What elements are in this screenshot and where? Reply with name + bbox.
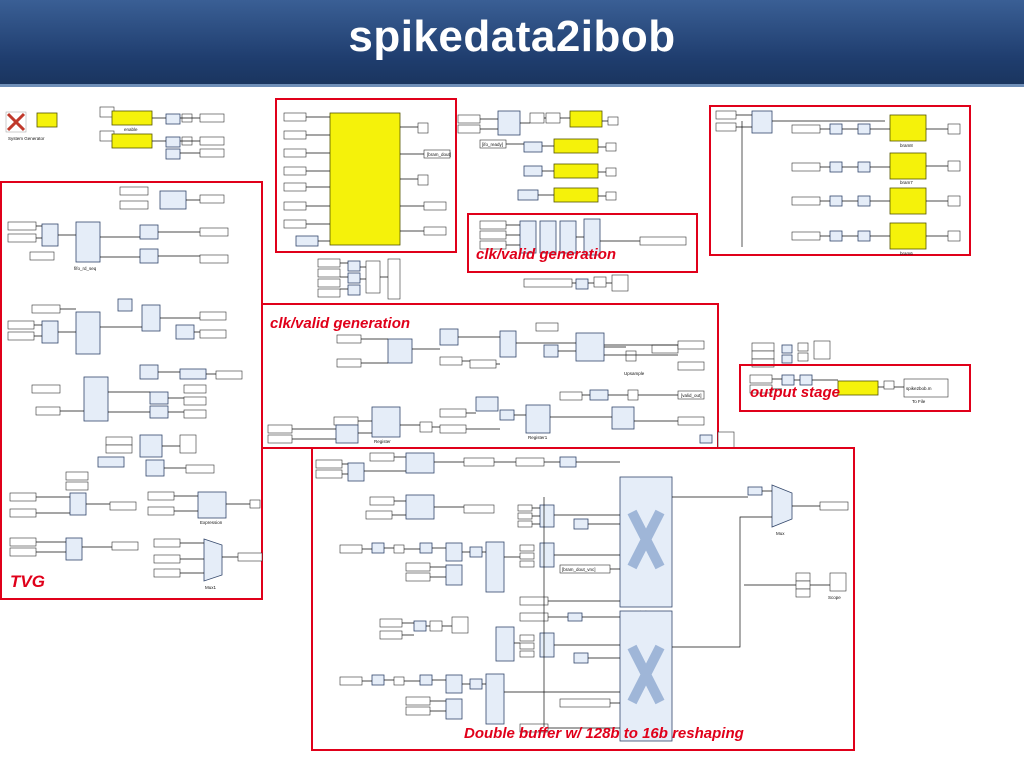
output-stage-contents: spike2bob.m To File xyxy=(749,374,949,404)
double-buffer-region[interactable] xyxy=(311,447,855,751)
enable-block-row: enable xyxy=(99,106,225,160)
simulink-diagram: System Generator enable fifo_rd_seq xyxy=(0,98,971,751)
tvg-label: TVG xyxy=(10,572,45,591)
register1-label: Register1 xyxy=(528,435,548,440)
bram-controller-contents: [bram_dout] xyxy=(283,112,451,247)
bram6-label: bram6 xyxy=(900,251,913,256)
ifo-ready-signal: [ifo_ready] xyxy=(482,142,503,147)
to-file-name: spike2bob.m xyxy=(906,386,932,391)
buf0-xilinx-logo xyxy=(627,509,665,570)
system-generator-block[interactable]: System Generator xyxy=(5,111,45,141)
bram-dout-vnc-signal: [bram_dout_vnc] xyxy=(562,567,596,572)
tvg-fifo-label: fifo_rd_seq xyxy=(74,266,97,271)
title-bar: spikedata2ibob xyxy=(0,0,1024,87)
mux-label: Mux xyxy=(776,531,785,536)
bram8-label: bram8 xyxy=(900,143,913,148)
slide-title: spikedata2ibob xyxy=(348,12,676,61)
clk-valid-label: clk/valid generation xyxy=(270,315,410,332)
expression-label: Expression xyxy=(200,520,223,525)
ecc-scope-row xyxy=(523,274,629,292)
output-stage-region[interactable] xyxy=(739,364,971,412)
upsample-label: Upsample xyxy=(624,371,645,376)
bram7-label: bram7 xyxy=(900,180,913,185)
double-buffer-contents: buf0 Mux Scope [bram_dout_vnc] xyxy=(315,452,849,742)
output-stage-label: output stage xyxy=(750,384,840,401)
top-constant-block[interactable] xyxy=(36,112,58,128)
bram-region xyxy=(709,105,971,256)
clk-valid-contents: Upsample Register Register1 [valid_out] xyxy=(267,322,705,444)
ecc-contents xyxy=(479,218,687,256)
bram-dout-signal: [bram_dout] xyxy=(427,152,451,157)
to-file-label: To File xyxy=(912,399,926,404)
scope-label: Scope xyxy=(828,595,841,600)
ecc-region[interactable] xyxy=(467,213,698,273)
output-stage-inputs xyxy=(751,340,831,368)
valid-out-signal: [valid_out] xyxy=(681,393,702,398)
system-generator-label: System Generator xyxy=(8,136,45,141)
mux1-label: Mux1 xyxy=(205,585,217,590)
bram-region-contents: bram8 bram7 bram6 xyxy=(715,110,961,256)
ecc-label: clk/valid generation xyxy=(476,246,616,263)
ifo-ready-group: [ifo_ready] xyxy=(457,110,619,203)
bram-controller-region xyxy=(275,98,457,253)
double-buffer-label: Double buffer w/ 128b to 16b reshaping xyxy=(464,725,744,742)
tvg-mux-block xyxy=(203,538,223,582)
register-label: Register xyxy=(374,439,391,444)
bram-input-group xyxy=(317,258,401,300)
buf1-xilinx-logo xyxy=(627,644,665,705)
tvg-contents: fifo_rd_seq xyxy=(7,186,263,590)
bram-controller-block xyxy=(329,112,401,246)
output-mux-block xyxy=(771,484,793,528)
enable-label: enable xyxy=(124,127,138,132)
